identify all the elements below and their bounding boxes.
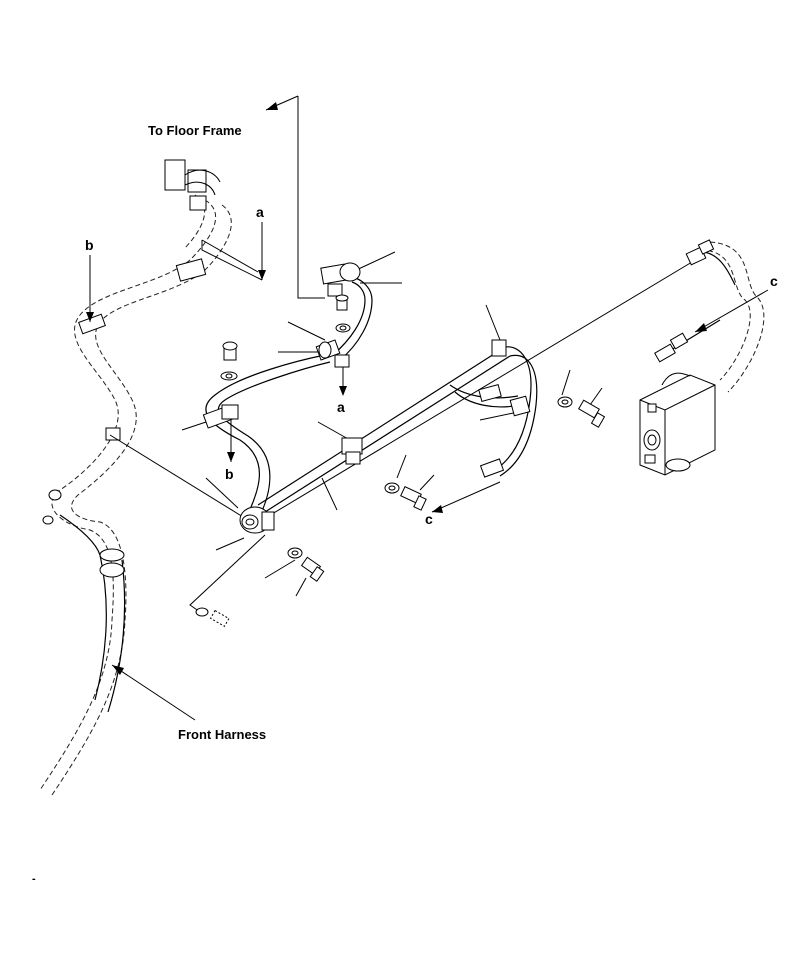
footer-mark: - (32, 873, 36, 885)
front-harness-label: Front Harness (178, 727, 266, 742)
ref-b-lower-label: b (225, 466, 234, 482)
clamps-and-fasteners (195, 262, 606, 628)
to-floor-frame-label: To Floor Frame (148, 123, 242, 138)
clamp-upper-left (78, 258, 207, 441)
ref-c-right-label: c (770, 273, 778, 289)
valve-block (639, 239, 765, 476)
ref-b-left-label: b (85, 237, 94, 253)
ref-a-top-label: a (256, 204, 264, 220)
ref-c-lower-label: c (425, 511, 433, 527)
floor-frame-connector (164, 159, 221, 211)
ref-a-bottom-label: a (337, 399, 345, 415)
front-harness-drawing (39, 194, 232, 796)
